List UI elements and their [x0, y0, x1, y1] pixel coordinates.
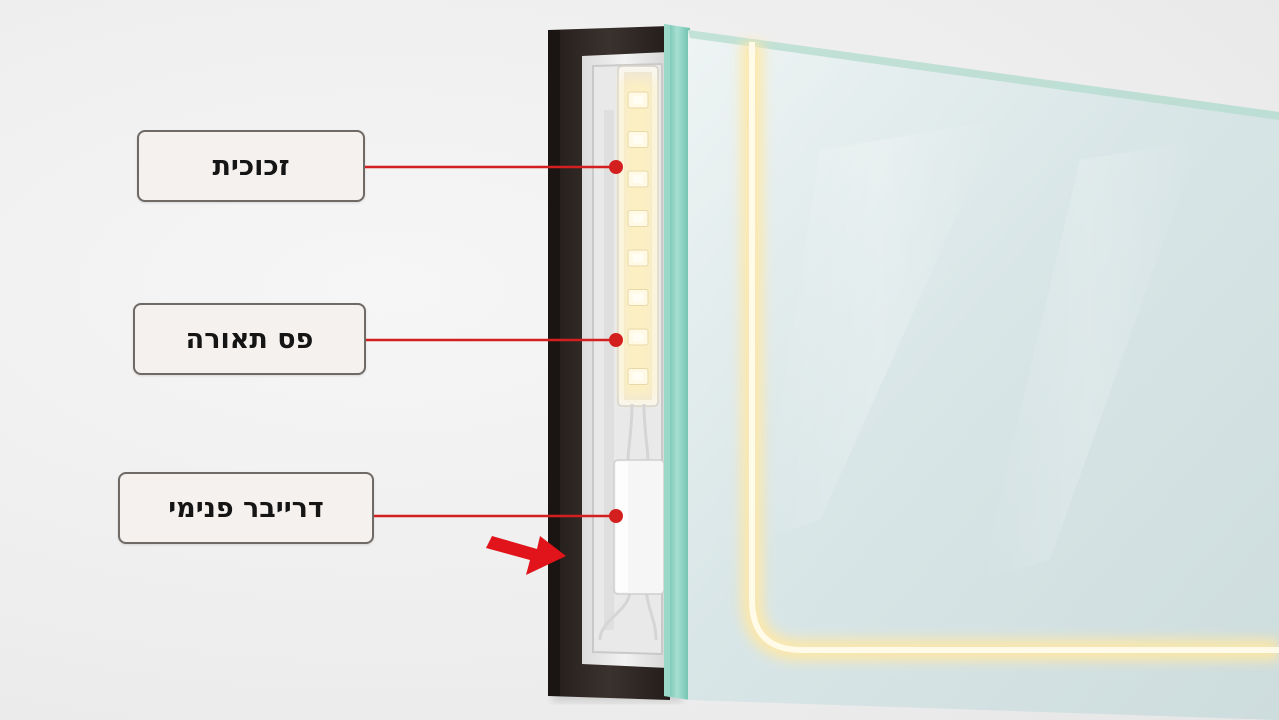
leader-dots: [609, 160, 623, 523]
driver-cables: [598, 403, 658, 641]
led-chip-core: [633, 333, 643, 341]
led-chips: [627, 91, 649, 385]
callout-label-driver: דרייבר פנימי: [118, 472, 374, 544]
mirror-backlight: [741, 42, 1279, 661]
led-chip-core: [633, 175, 643, 183]
leader-lines: [365, 165, 614, 518]
led-chip-core: [633, 135, 643, 144]
led-chip-core: [633, 96, 643, 104]
internal-driver-unit: [613, 459, 665, 595]
glass-panel: [688, 30, 1279, 720]
leader-dot-glass: [609, 160, 623, 174]
led-glow-halo: [622, 78, 654, 398]
leader-dot-driver: [609, 509, 623, 523]
callout-label-led-strip: פס תאורה: [133, 303, 366, 375]
led-strip: [617, 65, 659, 407]
led-chip-core: [633, 293, 643, 302]
callout-label-glass: זכוכית: [137, 130, 365, 202]
led-chip-core: [633, 214, 643, 223]
led-chip-core: [633, 254, 643, 262]
glass-edge: [664, 24, 690, 700]
led-chip-core: [633, 372, 643, 381]
red-arrow-icon: [486, 536, 566, 575]
leader-dot-led-strip: [609, 333, 623, 347]
